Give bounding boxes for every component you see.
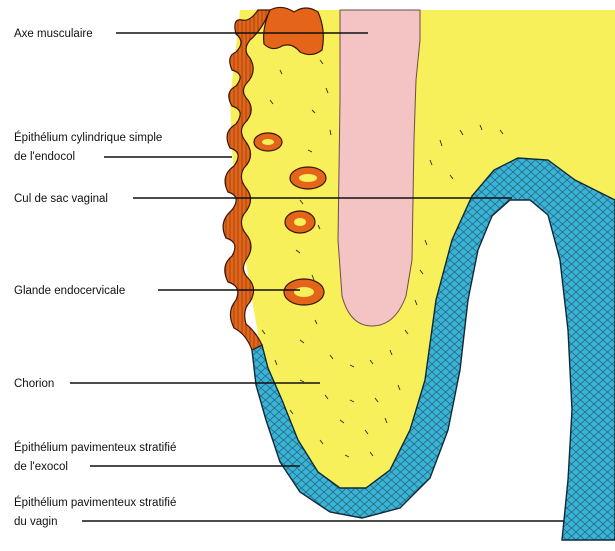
label-axe-musculaire: Axe musculaire: [14, 28, 93, 40]
labels: Axe musculaire Épithélium cylindrique si…: [14, 28, 180, 528]
label-chorion: Chorion: [14, 378, 54, 390]
gland-3-lumen: [294, 218, 306, 226]
gland-1-lumen: [262, 139, 274, 145]
label-cul-de-sac: Cul de sac vaginal: [14, 193, 108, 205]
label-epithelium-exocol: Épithélium pavimenteux stratifié de l'ex…: [14, 441, 180, 473]
muscular-axis: [338, 10, 420, 326]
label-epithelium-endocol: Épithélium cylindrique simple de l'endoc…: [14, 131, 166, 163]
label-glande-endocervicale: Glande endocervicale: [14, 285, 125, 297]
label-epithelium-vagin: Épithélium pavimenteux stratifié du vagi…: [14, 496, 180, 528]
gland-2-lumen: [299, 174, 317, 182]
gland-4-lumen: [294, 287, 314, 297]
